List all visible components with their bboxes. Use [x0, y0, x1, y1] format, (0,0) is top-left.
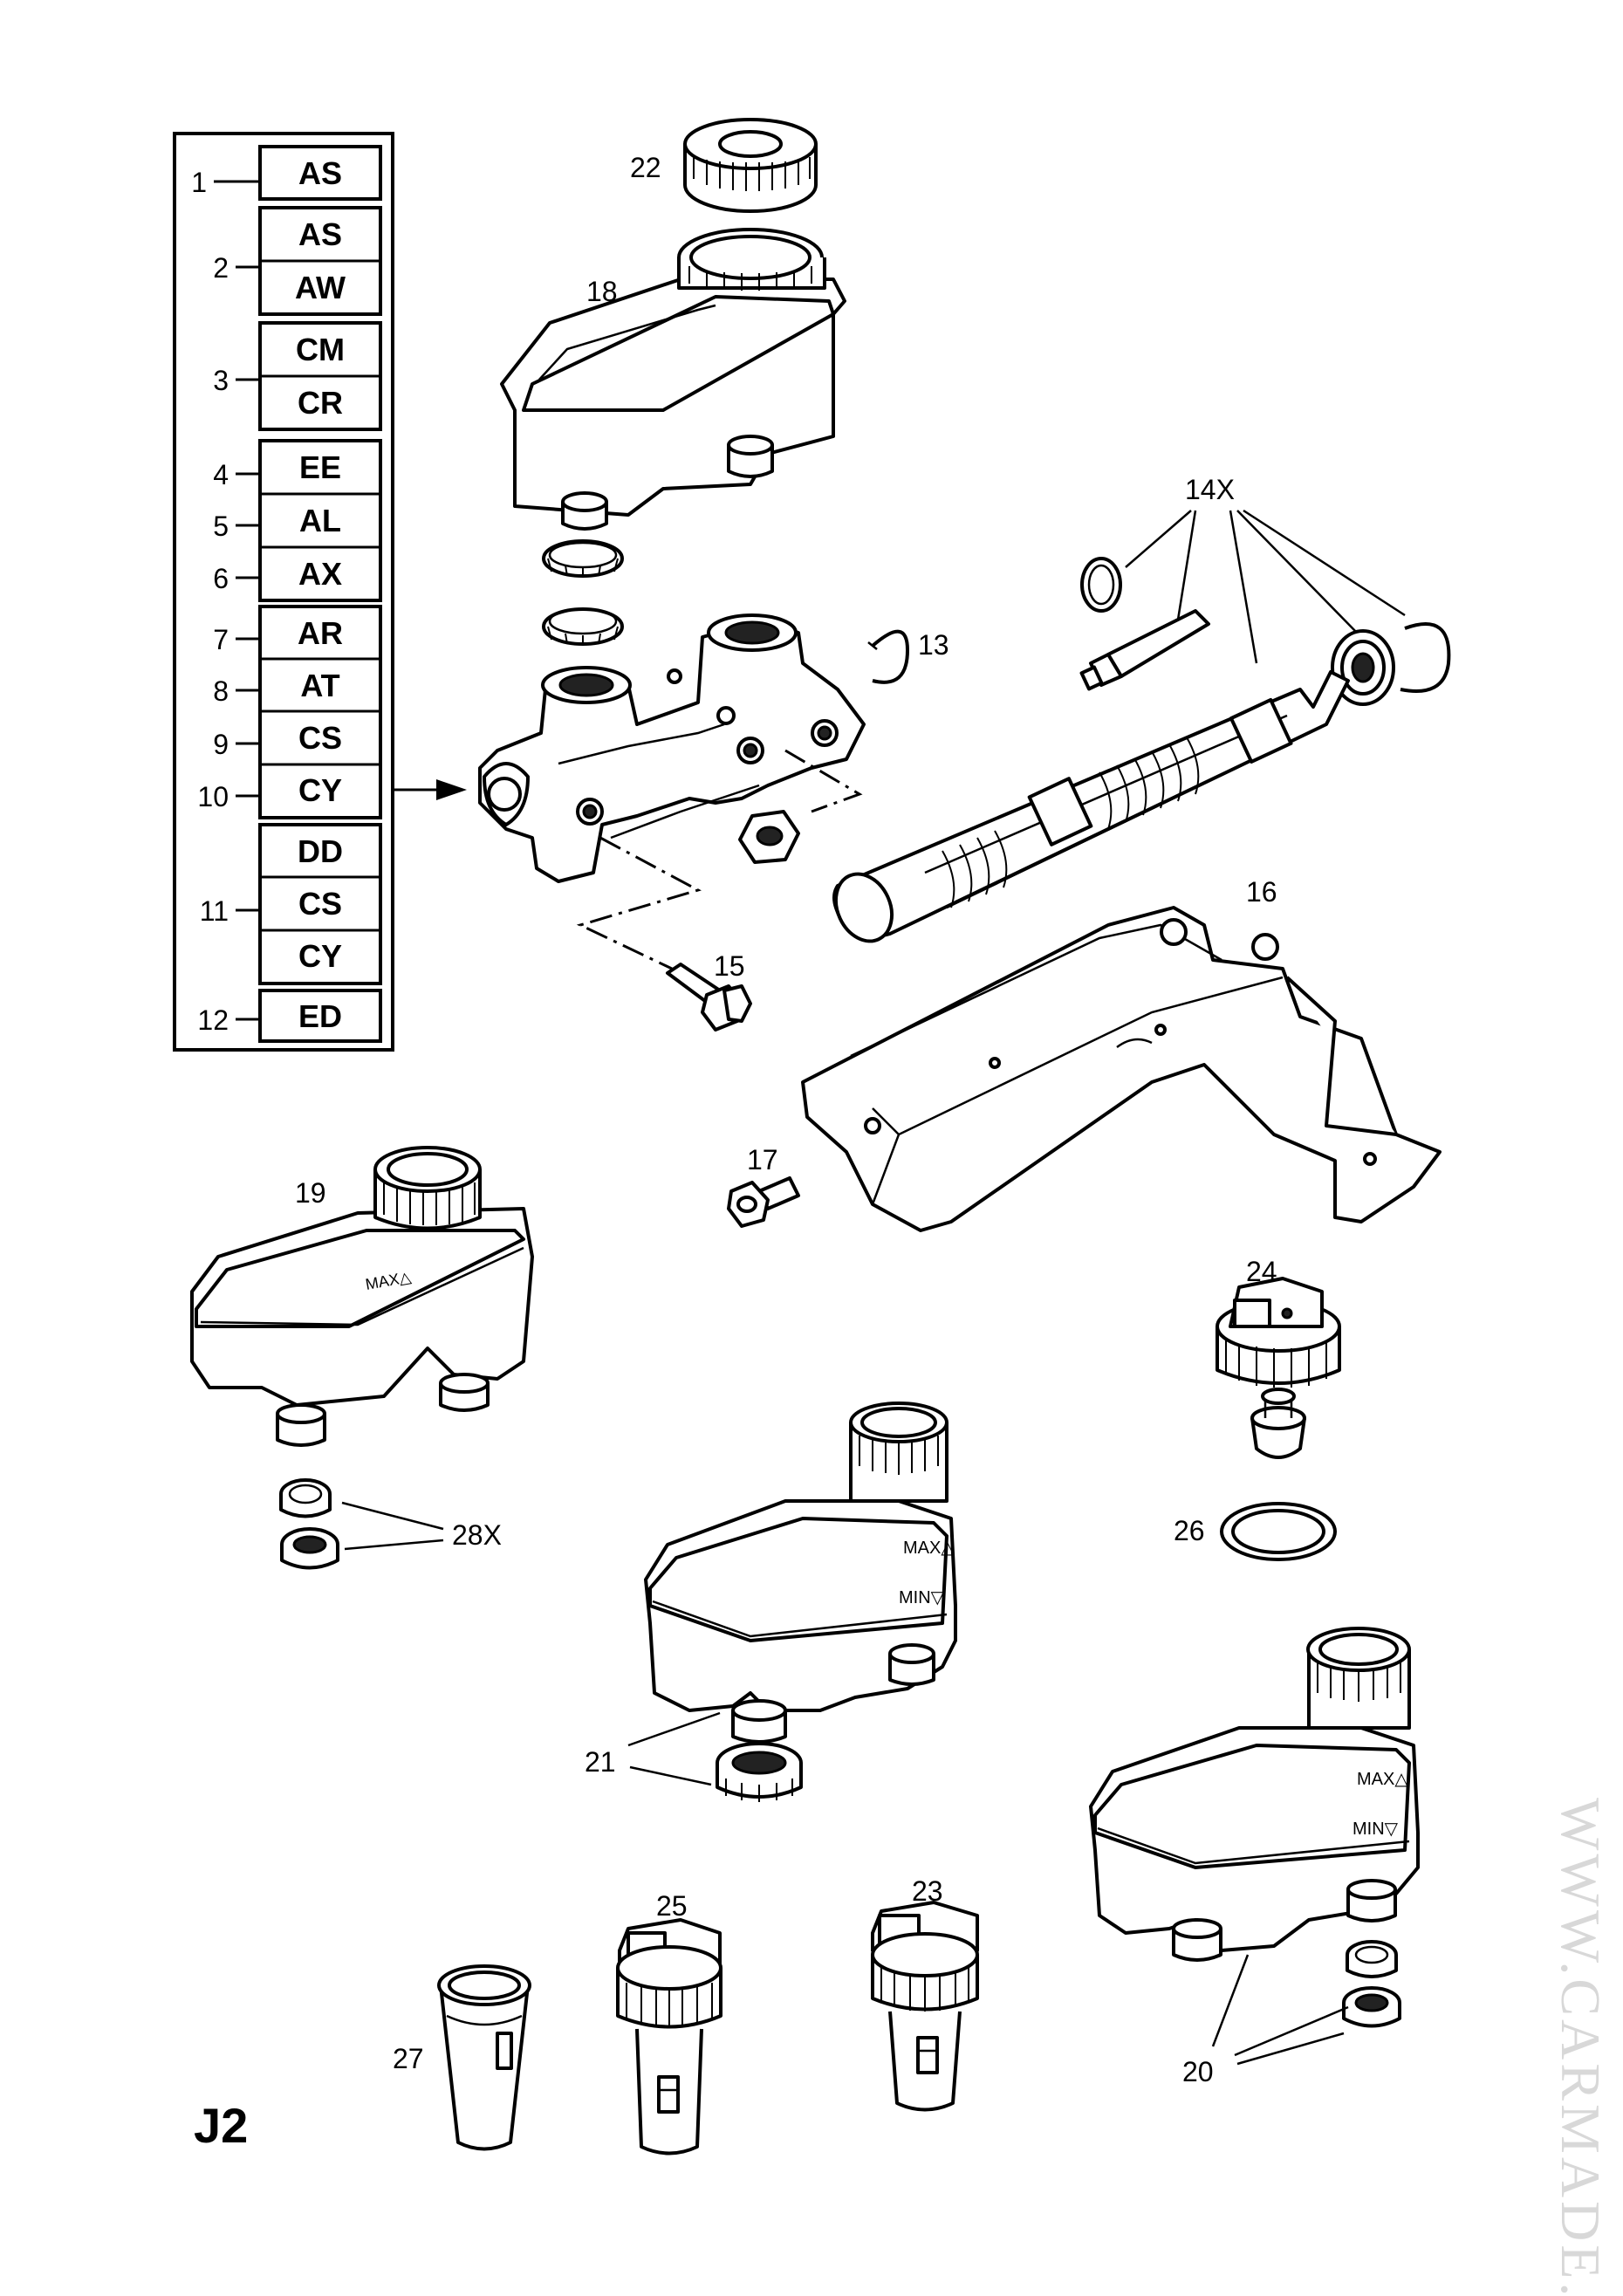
callout-17: 17: [747, 1144, 778, 1175]
row-number: 11: [200, 895, 229, 927]
part-25-sensor-cap: [616, 1918, 722, 2155]
callout-13: 13: [918, 629, 949, 661]
callout-22: 22: [630, 152, 661, 183]
part-21-grommet: [716, 1742, 803, 1802]
callout-19: 19: [295, 1177, 326, 1209]
code-table: 1 AS 2 AS AW 3 CM CR 4: [173, 132, 467, 1052]
part-27-strainer: [437, 1964, 531, 2151]
callout-27: 27: [393, 2043, 424, 2074]
code-label: EE: [299, 449, 341, 485]
assembly-line: [576, 836, 702, 970]
part-reservoir-seals: [542, 539, 624, 646]
row-number: 2: [213, 252, 229, 284]
reservoir-min-mark: MIN▽: [1352, 1820, 1399, 1839]
code-box-group: [258, 439, 382, 602]
code-label: CY: [298, 772, 342, 808]
code-label: CY: [298, 938, 342, 974]
row-number: 4: [213, 459, 229, 490]
row-number: 12: [197, 1004, 229, 1036]
code-row-2: 2 AS AW: [213, 206, 382, 316]
part-23-sensor-cap: [871, 1901, 979, 2112]
part-24-sensor-cap: [1216, 1277, 1341, 1459]
part-18-upper-reservoir: [500, 228, 846, 531]
part-15-bleed-screw: [666, 963, 752, 1031]
code-label: AR: [298, 615, 343, 651]
code-row-11: 11 DD CS CY: [200, 823, 382, 985]
part-16-bracket: [801, 906, 1442, 1232]
row-number: 8: [213, 675, 229, 707]
part-20-grommets: [1342, 1940, 1401, 2028]
code-box: [258, 989, 382, 1043]
code-label: CS: [298, 886, 342, 922]
code-row-3: 3 CM CR: [213, 321, 382, 431]
code-box: [258, 145, 382, 201]
code-label: AS: [298, 155, 342, 191]
code-table-frame: [173, 132, 394, 1052]
row-number: 6: [213, 563, 229, 594]
code-row-12: 12 ED: [197, 989, 382, 1043]
reservoir-max-mark: MAX△: [903, 1539, 955, 1558]
code-label: AT: [300, 668, 339, 703]
part-28x-grommets: [279, 1478, 339, 1570]
code-label: AW: [295, 270, 346, 305]
code-label: AS: [298, 216, 342, 252]
callout-20: 20: [1182, 2056, 1214, 2087]
code-row-7-10: 7 AR 8 AT 9 CS 10 CY: [197, 605, 382, 819]
assembly-line: [784, 749, 863, 813]
reservoir-min-mark: MIN▽: [899, 1588, 945, 1607]
row-number: 3: [213, 365, 229, 396]
callout-14x-leaders: [1125, 509, 1406, 664]
part-26-seal-ring: [1220, 1502, 1337, 1561]
code-label: AL: [299, 503, 341, 538]
arrow-to-master-cylinder: [393, 779, 467, 800]
part-17-bolt: [727, 1176, 800, 1228]
code-label: CM: [296, 332, 345, 367]
row-number: 7: [213, 624, 229, 655]
callout-26: 26: [1174, 1515, 1205, 1546]
callout-24: 24: [1246, 1256, 1277, 1287]
page-code: J2: [194, 2098, 248, 2153]
part-22-reservoir-cap: [683, 118, 818, 213]
callout-23: 23: [912, 1875, 943, 1907]
callout-16: 16: [1246, 876, 1277, 908]
part-19-reservoir: MAX△: [190, 1146, 534, 1447]
row-number: 5: [213, 511, 229, 542]
part-20-reservoir: MAX△ MIN▽: [1089, 1627, 1420, 1962]
callout-14x: 14X: [1185, 474, 1235, 505]
code-row-1: 1 AS: [191, 145, 382, 201]
code-label: ED: [298, 998, 342, 1034]
code-box-group: [258, 823, 382, 985]
code-label: CR: [298, 385, 343, 421]
part-13-circlip: [867, 629, 909, 684]
row-number: 10: [197, 781, 229, 812]
callout-18: 18: [586, 276, 618, 307]
callout-21: 21: [585, 1746, 616, 1778]
callout-28x: 28X: [452, 1519, 502, 1551]
row-number: 1: [191, 167, 207, 198]
reservoir-max-mark: MAX△: [1357, 1770, 1408, 1789]
row-number: 9: [213, 729, 229, 760]
code-row-4-6: 4 EE 5 AL 6 AX: [213, 439, 382, 602]
callout-25: 25: [656, 1890, 688, 1922]
code-label: DD: [298, 833, 343, 869]
watermark: WWW.CARMADE.NL: [1550, 1798, 1612, 2296]
callout-15: 15: [714, 950, 745, 982]
part-14x-piston-kit: [832, 557, 1451, 943]
code-label: CS: [298, 720, 342, 756]
arrow-head-icon: [436, 779, 467, 800]
part-master-cylinder-body: [478, 613, 866, 883]
part-nut: [738, 810, 800, 864]
part-21-reservoir: MAX△ MIN▽: [644, 1402, 957, 1744]
code-label: AX: [298, 556, 342, 592]
